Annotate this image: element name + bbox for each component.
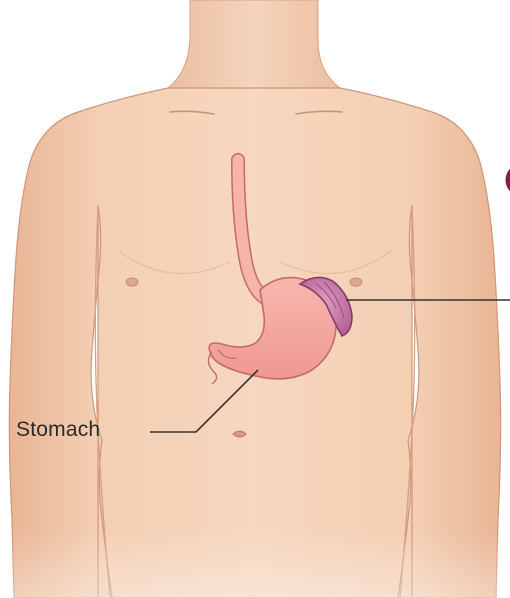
right-nipple xyxy=(350,278,362,286)
neck xyxy=(168,0,340,88)
left-nipple xyxy=(126,278,138,286)
stomach-label: Stomach xyxy=(16,418,100,442)
